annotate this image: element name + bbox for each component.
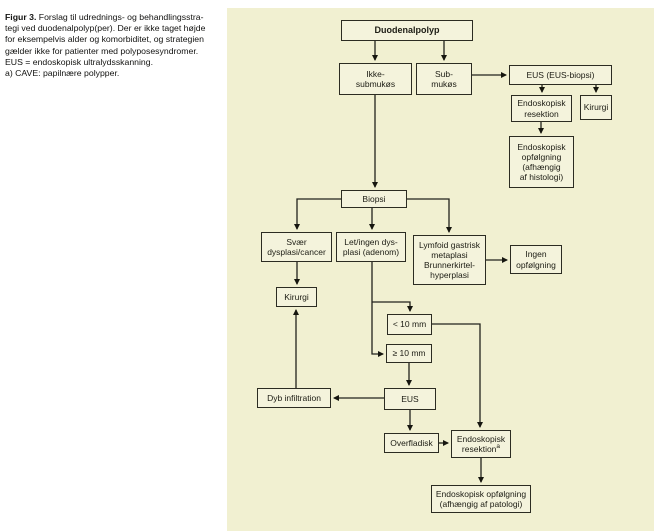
node-biopsi-label: Biopsi	[362, 193, 386, 204]
node-endoskopisk-opfolgning-histologi: Endoskopisk opfølgning (afhængig af hist…	[509, 136, 574, 188]
node-ingen-opfolgning: Ingen opfølgning	[510, 245, 562, 274]
node-biopsi: Biopsi	[341, 190, 407, 208]
edge-biopsi-lymfoid	[407, 198, 452, 233]
node-ingen-opfolgning-label: Ingen opfølgning	[516, 249, 556, 270]
node-endoskopisk-resektion-footnote: Endoskopisk resektiona	[451, 430, 511, 458]
node-submukos-label: Sub- mukøs	[431, 68, 457, 89]
node-endoskopisk-opfolgning-histologi-label: Endoskopisk opfølgning (afhængig af hist…	[517, 141, 566, 183]
footnote-marker-a: a	[496, 443, 501, 451]
node-dyb-infiltration: Dyb infiltration	[257, 388, 331, 408]
node-eus-eus-biopsi-label: EUS (EUS-biopsi)	[526, 69, 595, 80]
node-endoskopisk-resektion-label: Endoskopisk resektion	[517, 98, 566, 119]
node-duodenalpolyp: Duodenalpolyp	[341, 20, 473, 41]
node-ikke-submukos-label: Ikke- submukøs	[355, 68, 396, 89]
figure-caption: Figur 3. Forslag til udrednings- og beha…	[5, 12, 221, 80]
edge-biopsi-svaer	[294, 198, 341, 230]
figure-caption-body: Forslag til udrednings- og behandlingsst…	[5, 11, 206, 79]
node-kirurgi-upper: Kirurgi	[580, 95, 612, 120]
node-duodenalpolyp-label: Duodenalpolyp	[374, 25, 440, 36]
node-eus-label: EUS	[401, 393, 419, 404]
node-ikke-submukos: Ikke- submukøs	[339, 63, 412, 95]
node-kirurgi-lower-label: Kirurgi	[284, 291, 309, 302]
figure-caption-lead: Figur 3.	[5, 11, 37, 22]
flowchart-connectors	[293, 41, 599, 483]
node-let-ingen-dysplasi-adenom: Let/ingen dys- plasi (adenom)	[336, 232, 406, 262]
edge-let-ingen-lt10	[372, 301, 413, 312]
node-endoskopisk-resektion-footnote-label: Endoskopisk resektiona	[457, 434, 505, 454]
node-under-10mm: < 10 mm	[387, 314, 432, 335]
node-lymfoid-gastrisk-metaplasi: Lymfoid gastrisk metaplasi Brunnerkirtel…	[413, 235, 486, 285]
node-overfladisk-label: Overfladisk	[390, 437, 433, 448]
edge-let-ingen-ge10	[371, 262, 384, 357]
node-overfladisk: Overfladisk	[384, 433, 439, 453]
node-eus: EUS	[384, 388, 436, 410]
node-over-10mm-label: ≥ 10 mm	[392, 348, 426, 359]
node-under-10mm-label: < 10 mm	[392, 319, 427, 330]
node-endoskopisk-resektion-footnote-text: Endoskopisk resektion	[456, 433, 506, 454]
node-svaer-dysplasi-cancer-label: Svær dysplasi/cancer	[267, 236, 326, 257]
node-eus-eus-biopsi: EUS (EUS-biopsi)	[509, 65, 612, 85]
node-lymfoid-gastrisk-metaplasi-label: Lymfoid gastrisk metaplasi Brunnerkirtel…	[418, 239, 481, 281]
node-svaer-dysplasi-cancer: Svær dysplasi/cancer	[261, 232, 332, 262]
node-let-ingen-dysplasi-adenom-label: Let/ingen dys- plasi (adenom)	[342, 236, 400, 257]
flowchart-panel: Duodenalpolyp Ikke- submukøs Sub- mukøs …	[227, 8, 654, 531]
node-kirurgi-lower: Kirurgi	[276, 287, 317, 307]
node-endoskopisk-opfolgning-patologi: Endoskopisk opfølgning (afhængig af pato…	[431, 485, 531, 513]
edge-lt10-endo-resektion-2	[432, 323, 483, 428]
node-endoskopisk-resektion: Endoskopisk resektion	[511, 95, 572, 122]
node-endoskopisk-opfolgning-patologi-label: Endoskopisk opfølgning (afhængig af pato…	[435, 488, 527, 509]
node-kirurgi-upper-label: Kirurgi	[583, 102, 609, 113]
node-over-10mm: ≥ 10 mm	[386, 344, 432, 363]
node-dyb-infiltration-label: Dyb infiltration	[267, 392, 321, 403]
node-submukos: Sub- mukøs	[416, 63, 472, 95]
